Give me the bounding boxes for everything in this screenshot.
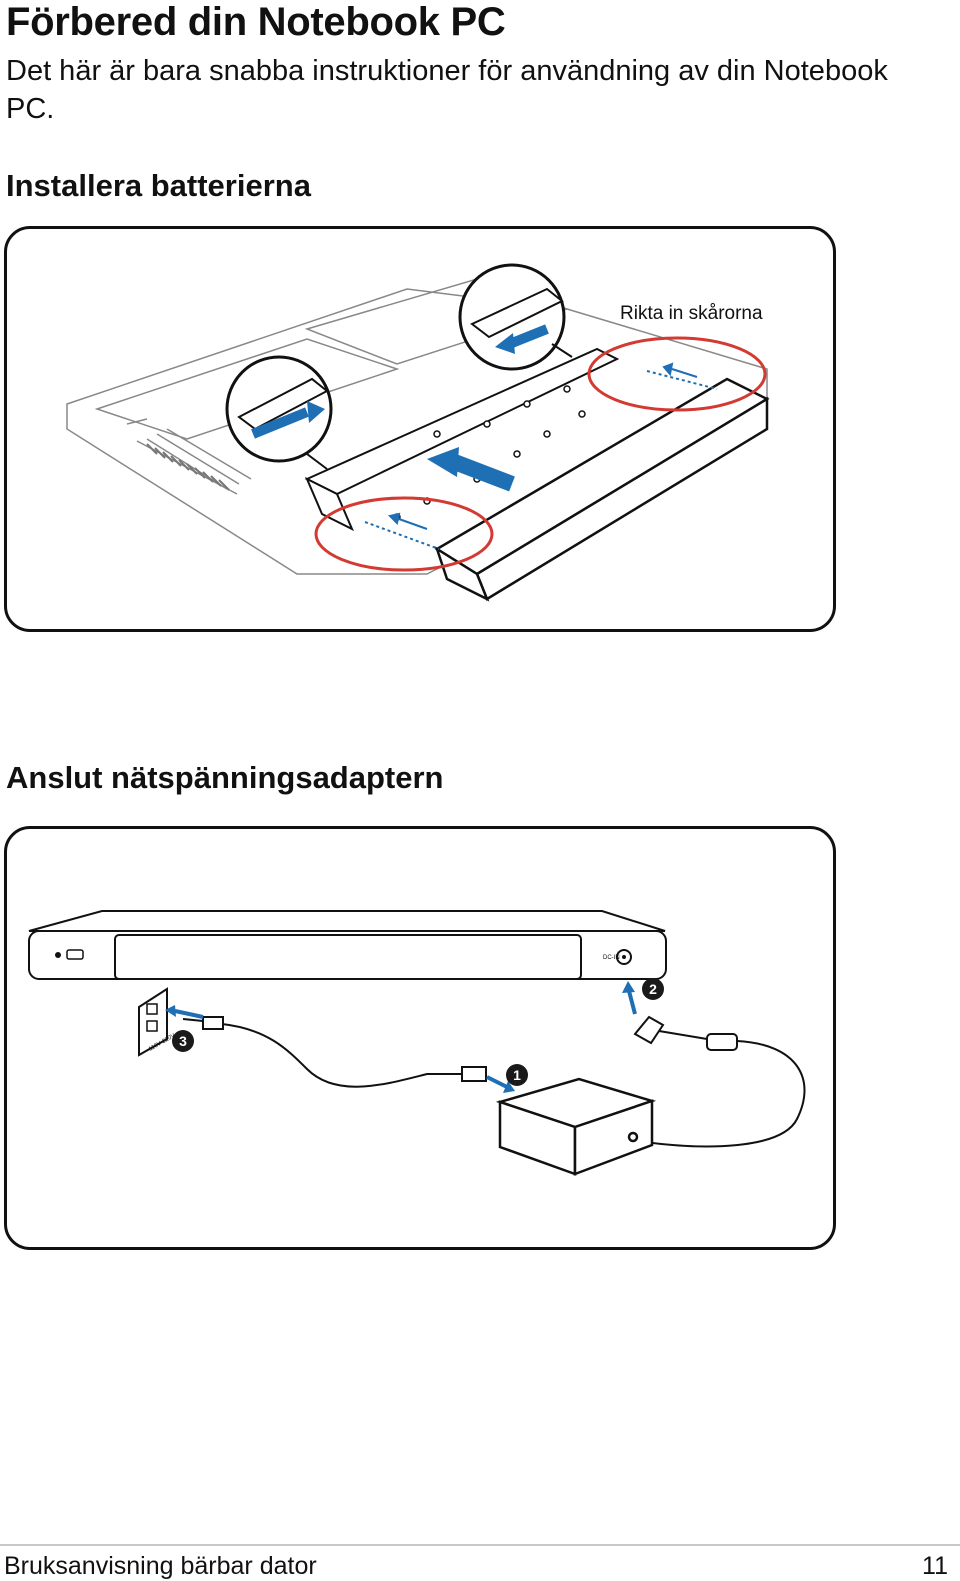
intro-text: Det här är bara snabba instruktioner för… [6, 55, 888, 125]
battery-pack[interactable] [434, 377, 770, 602]
battery-illustration [66, 263, 770, 602]
vent-slits [146, 443, 230, 491]
align-line-left [364, 521, 440, 550]
footer-manual-title: Bruksanvisning bärbar dator [4, 1552, 317, 1580]
step-2-arrow [622, 981, 637, 1015]
latch-left-zoom [225, 355, 333, 463]
page-title: Förbered din Notebook PC [6, 0, 506, 44]
latch-left-pointer [306, 453, 328, 470]
battery-figure: Rikta in skårorna [4, 226, 836, 632]
adapter-figure: 1 2 3 110V-220V DC-IN [4, 826, 836, 1250]
step-3-badge: 3 [172, 1030, 194, 1052]
laptop-rear [28, 910, 667, 980]
align-notch-left-highlight [314, 496, 494, 572]
svg-text:3: 3 [179, 1033, 187, 1049]
align-line-right [646, 370, 718, 390]
insert-direction-arrow [427, 447, 515, 492]
dc-in-pin [622, 955, 626, 959]
footer-divider [0, 1544, 960, 1546]
latch-right-pointer [551, 343, 573, 358]
step-1-arrow [486, 1075, 515, 1093]
power-adapter[interactable] [495, 1077, 657, 1176]
align-arrows [388, 362, 698, 530]
wall-outlet[interactable] [138, 987, 168, 1057]
step-3-arrow [165, 1005, 204, 1019]
adapter-ac-plug[interactable] [461, 1066, 487, 1082]
align-notches-callout: Rikta in skårorna [620, 303, 763, 324]
ac-plug[interactable] [182, 1016, 224, 1030]
latch-right-zoom [458, 263, 566, 371]
svg-text:1: 1 [513, 1067, 521, 1083]
security-slot [66, 949, 84, 960]
dc-plug[interactable] [633, 1015, 738, 1051]
step-2-badge: 2 [642, 978, 664, 1000]
battery-bay [304, 347, 620, 532]
battery-section-title: Installera batterierna [6, 168, 311, 203]
step-1-badge: 1 [506, 1064, 528, 1086]
adapter-illustration: 1 2 3 110V-220V DC-IN [28, 910, 806, 1176]
page-number: 11 [922, 1552, 948, 1580]
svg-text:2: 2 [649, 981, 657, 997]
lock-icon [55, 952, 61, 958]
align-notch-right-highlight [587, 336, 767, 412]
adapter-section-title: Anslut nätspänningsadaptern [6, 760, 444, 795]
dc-in-label: DC-IN [603, 955, 620, 961]
